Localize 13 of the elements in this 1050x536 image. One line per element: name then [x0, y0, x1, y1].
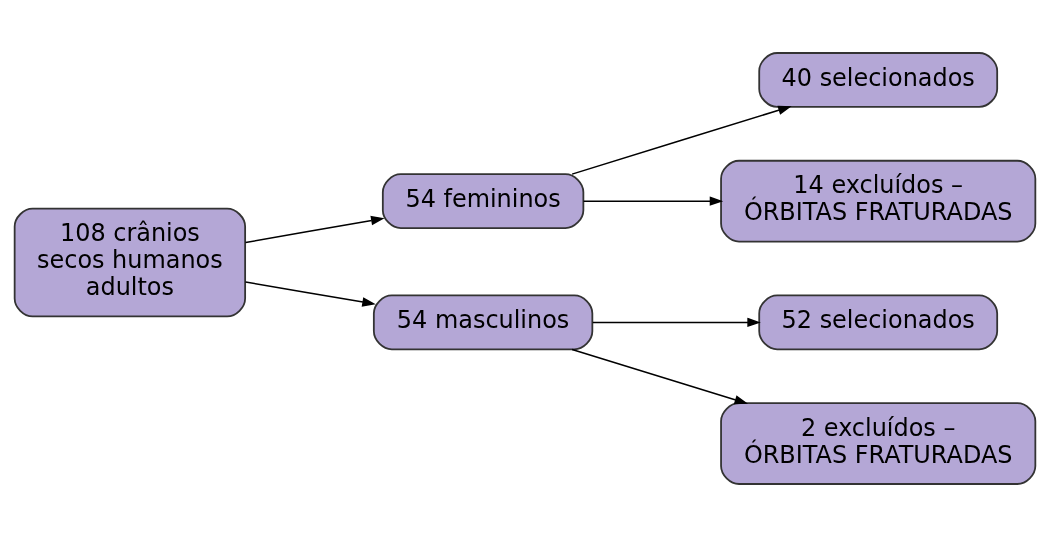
arrow — [571, 105, 792, 175]
arrow — [244, 280, 376, 307]
node-box: 108 crânios secos humanos adultos — [13, 207, 247, 317]
node-box: 52 selecionados — [758, 294, 999, 350]
arrow — [244, 215, 385, 243]
node-box: 54 masculinos — [372, 294, 594, 350]
arrow — [592, 317, 761, 327]
node-box: 2 excluídos – ÓRBITAS FRATURADAS — [720, 401, 1037, 485]
node-box: 54 femininos — [381, 172, 585, 229]
node-box: 40 selecionados — [758, 51, 999, 108]
arrow — [571, 348, 749, 404]
arrow — [582, 195, 724, 206]
node-box: 14 excluídos – ÓRBITAS FRATURADAS — [720, 159, 1037, 242]
